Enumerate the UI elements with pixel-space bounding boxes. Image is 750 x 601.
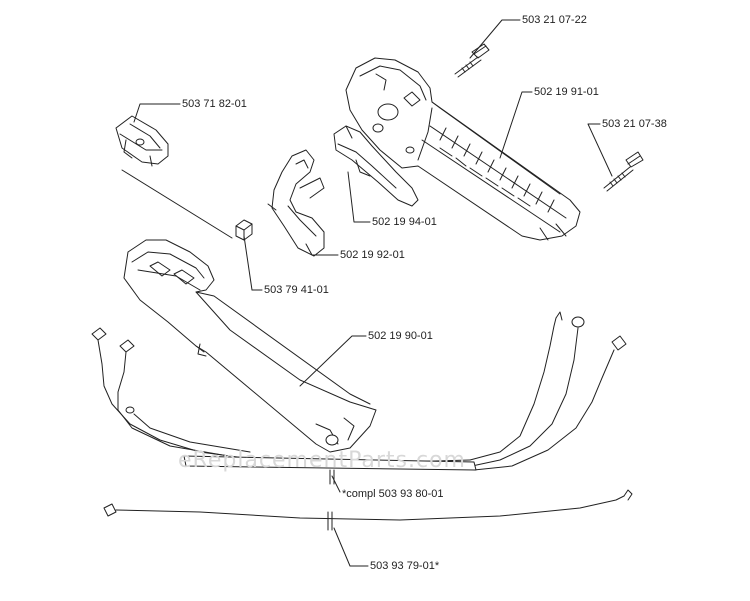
lower-handle-half xyxy=(123,239,377,453)
throttle-trigger xyxy=(267,149,325,257)
throttle-wire xyxy=(103,489,633,531)
part-label-502-19-92-01: 502 19 92-01 xyxy=(340,249,405,261)
part-label-503-21-07-22: 503 21 07-22 xyxy=(522,14,587,26)
part-label-compl-503-93-80-01: *compl 503 93 80-01 xyxy=(342,488,444,500)
wire-harness xyxy=(91,311,627,485)
part-label-503-93-79-01: 503 93 79-01* xyxy=(370,560,440,572)
part-label-502-19-90-01: 502 19 90-01 xyxy=(368,330,433,342)
part-label-502-19-94-01: 502 19 94-01 xyxy=(372,216,437,228)
part-label-503-71-82-01: 503 71 82-01 xyxy=(182,98,247,110)
switch xyxy=(115,115,169,167)
nut xyxy=(235,219,253,241)
watermark: eReplacementParts.com xyxy=(178,448,466,473)
screw-right xyxy=(603,151,644,192)
part-label-503-79-41-01: 503 79 41-01 xyxy=(264,284,329,296)
part-label-503-21-07-38: 503 21 07-38 xyxy=(602,118,667,130)
part-label-502-19-91-01: 502 19 91-01 xyxy=(534,86,599,98)
leader-lines xyxy=(121,19,613,567)
upper-handle-half xyxy=(345,57,581,241)
screw-top xyxy=(454,43,490,78)
lever xyxy=(333,125,419,207)
